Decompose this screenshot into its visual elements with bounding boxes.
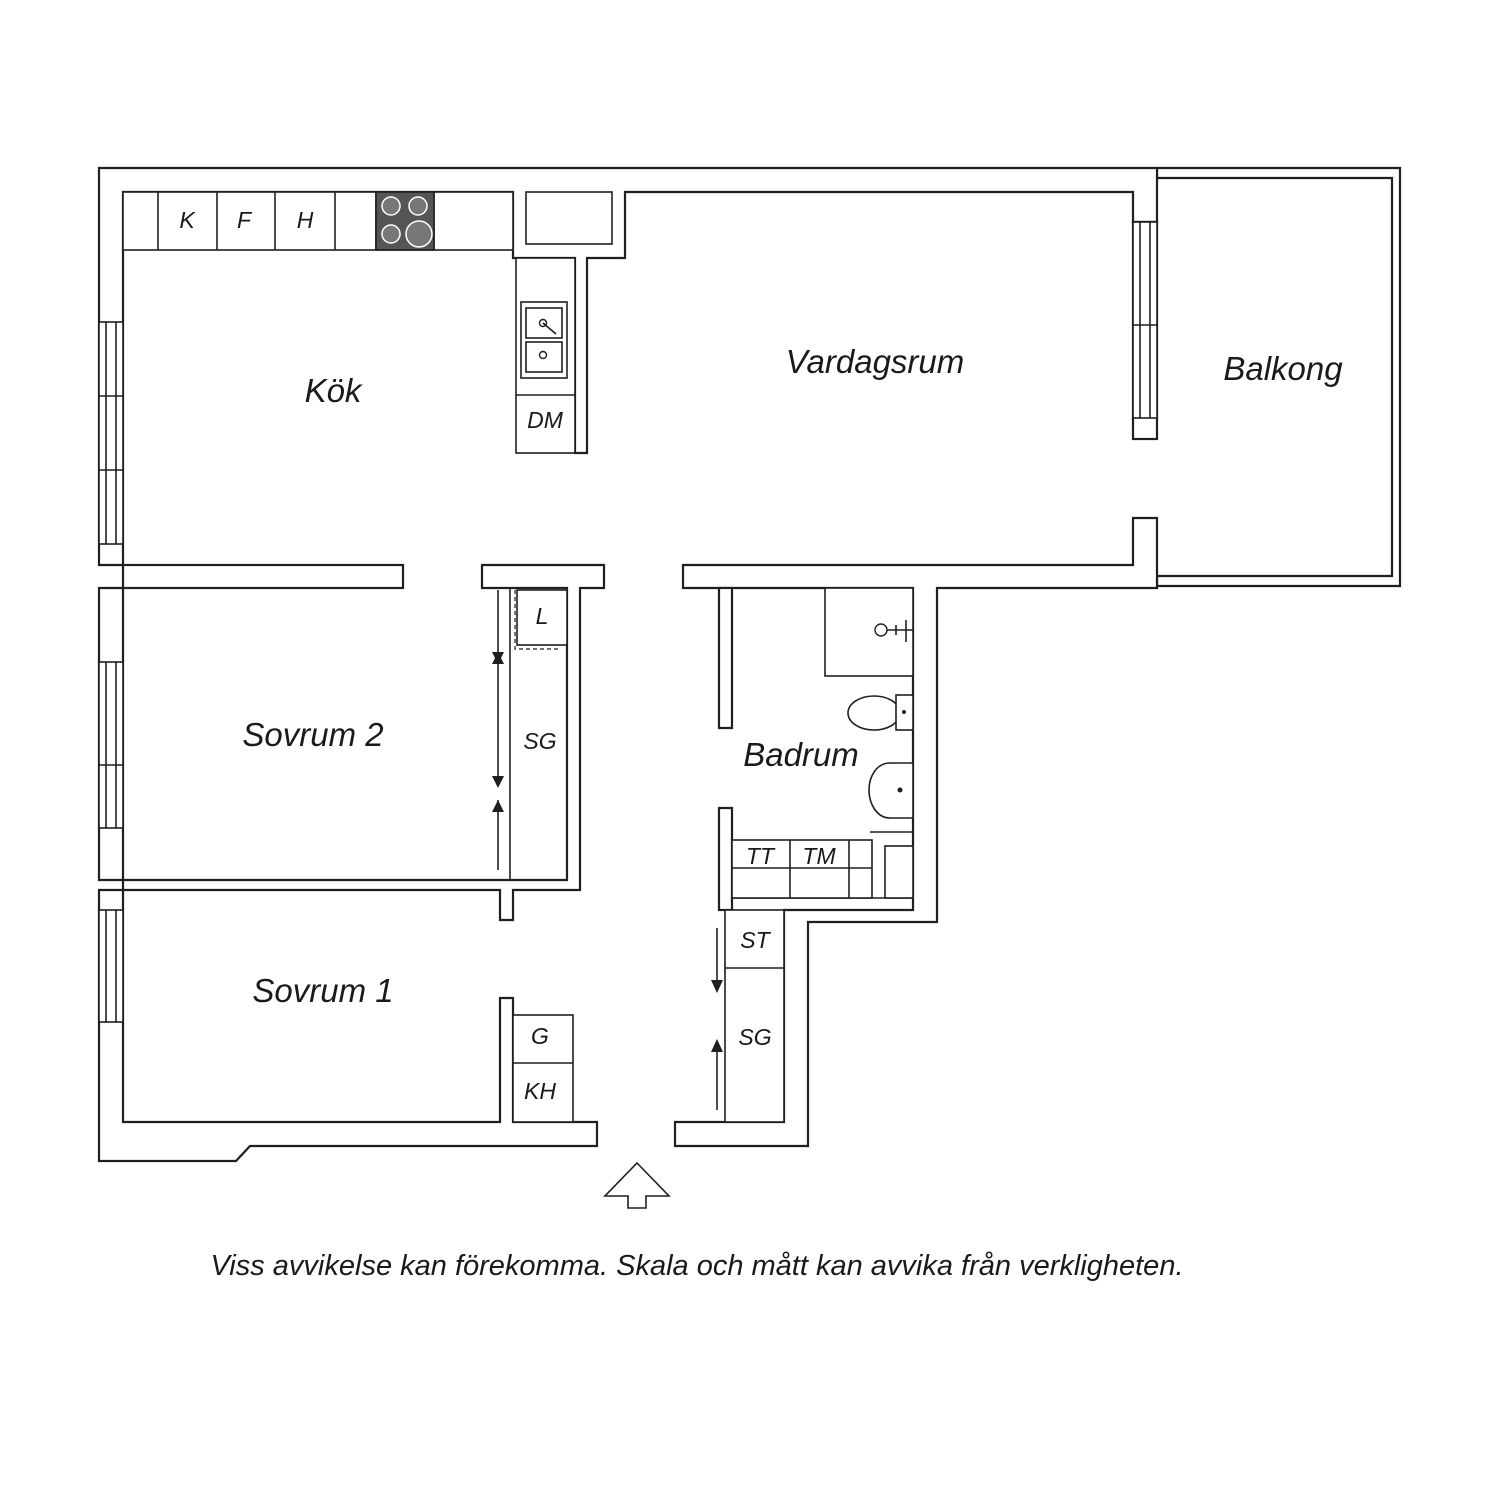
fixture-label-dm: DM <box>527 407 564 433</box>
fixture-label-g: G <box>531 1023 549 1049</box>
entrance-arrow-icon <box>603 1161 671 1209</box>
fixture-label-sg-hall: SG <box>738 1024 771 1050</box>
bedroom1-closet <box>512 1014 574 1123</box>
kitchen-counter <box>122 191 613 454</box>
bathroom-fixtures <box>731 587 914 899</box>
room-label-badrum: Badrum <box>743 736 859 773</box>
room-label-sovrum2: Sovrum 2 <box>242 716 383 753</box>
fixture-label-h: H <box>297 207 314 233</box>
exterior-walls <box>97 166 1159 1163</box>
fixture-label-sg-bedroom2: SG <box>523 728 556 754</box>
fixture-label-l: L <box>536 603 549 629</box>
stove-icon <box>375 191 435 251</box>
disclaimer-text: Viss avvikelse kan förekomma. Skala och … <box>210 1250 1183 1282</box>
room-label-sovrum1: Sovrum 1 <box>252 972 393 1009</box>
toilet-icon <box>847 694 914 731</box>
room-label-kok: Kök <box>305 372 363 409</box>
room-label-balkong: Balkong <box>1223 350 1343 387</box>
shower-icon <box>874 620 913 642</box>
hall-closet <box>711 909 785 1123</box>
fixture-label-st: ST <box>740 927 771 953</box>
washbasin-icon <box>868 762 914 819</box>
bedroom2-closet <box>492 588 568 880</box>
windows <box>98 221 1158 1023</box>
room-label-vardagsrum: Vardagsrum <box>786 343 965 380</box>
fixture-label-kh: KH <box>524 1078 556 1104</box>
fixture-label-f: F <box>237 207 253 233</box>
fixture-label-tt: TT <box>746 843 776 869</box>
sink-icon <box>520 301 568 379</box>
cabinet-top <box>525 191 613 245</box>
fixture-label-tm: TM <box>802 843 836 869</box>
fixture-label-k: K <box>179 207 196 233</box>
